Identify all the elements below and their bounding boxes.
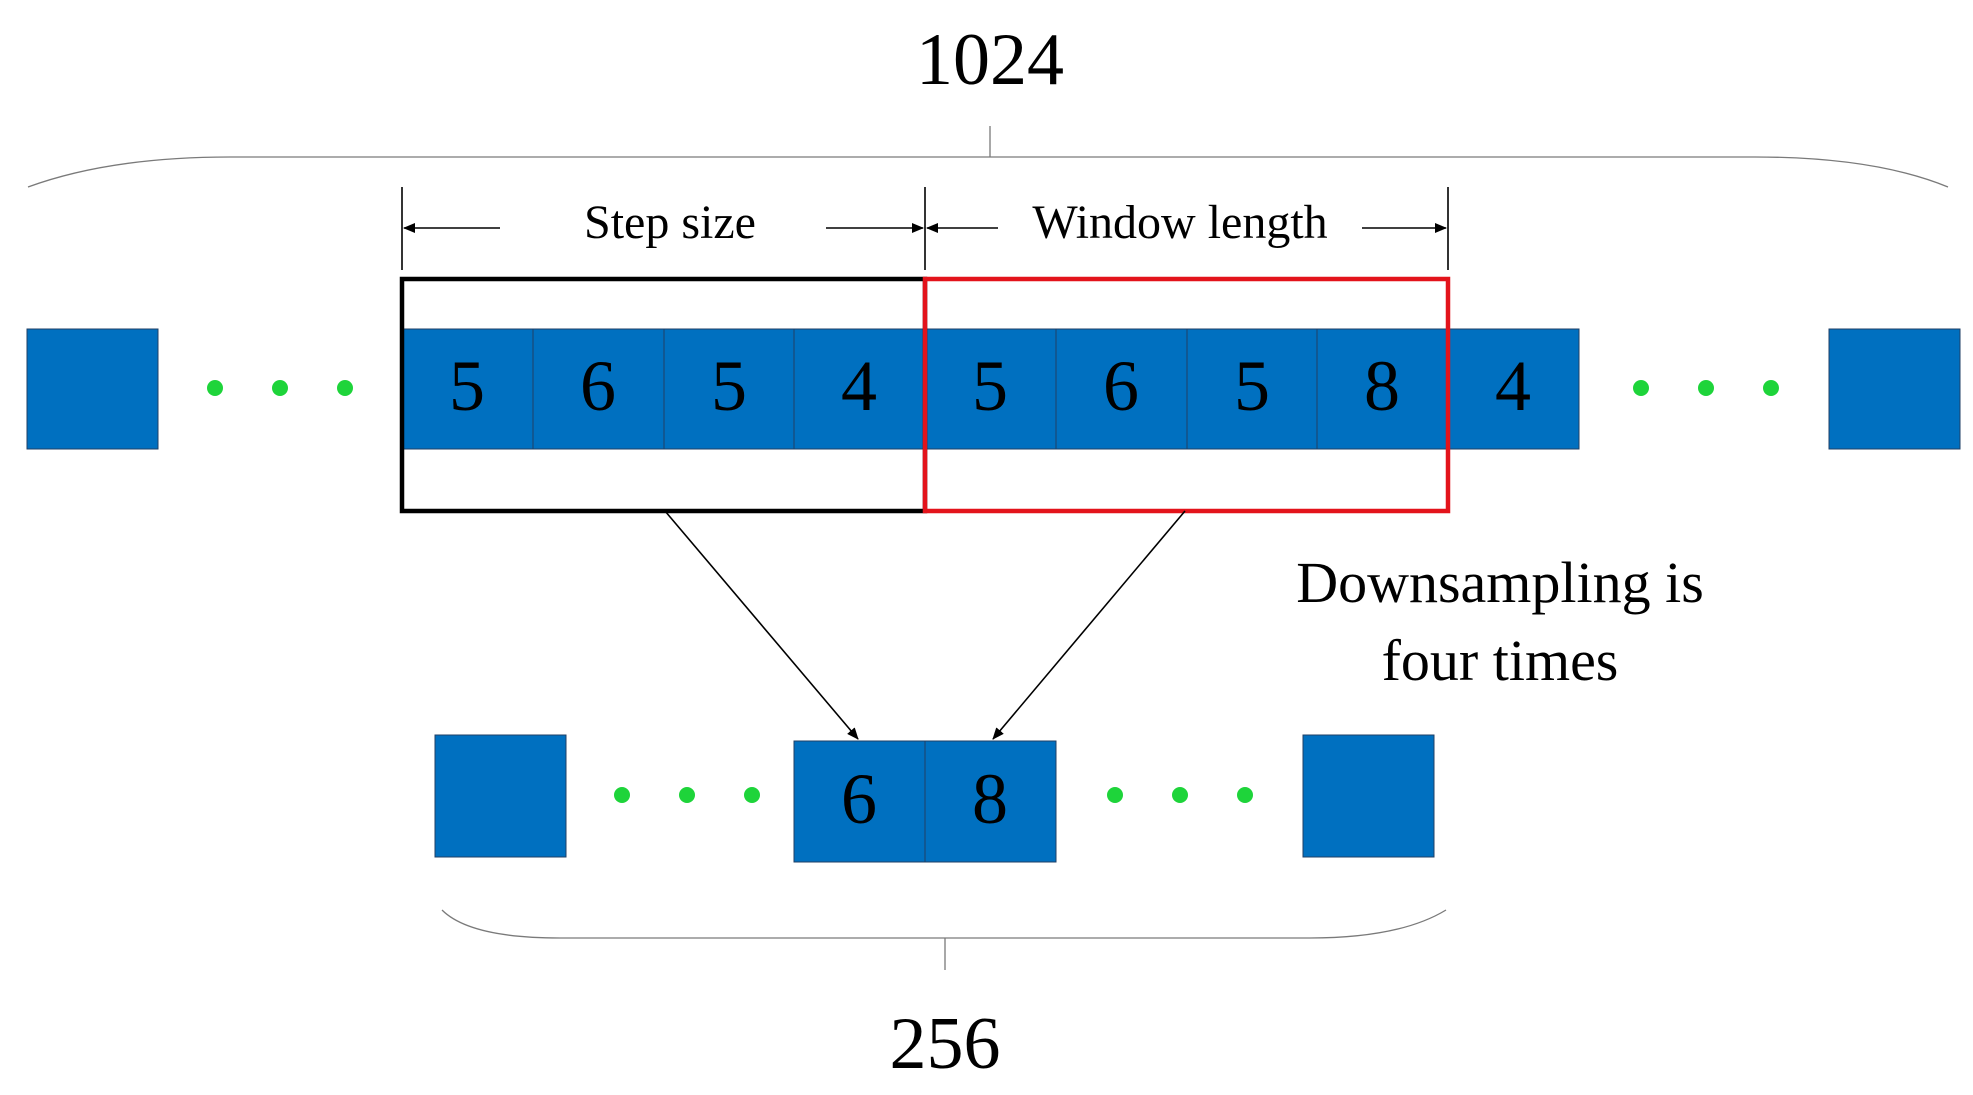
input-dot (1633, 380, 1649, 396)
input-cell-value: 5 (1234, 346, 1270, 426)
window-to-output-arrow (992, 510, 1186, 740)
input-cell (663, 328, 795, 450)
window-length-box (922, 276, 1451, 514)
input-start-block (26, 328, 159, 450)
input-cell (532, 328, 665, 450)
input-cell (1055, 328, 1188, 450)
output-dot (1172, 787, 1188, 803)
output-cell (924, 740, 1057, 863)
input-cell (1186, 328, 1318, 450)
input-cell-value: 4 (841, 346, 877, 426)
output-dot (1107, 787, 1123, 803)
output-start-block (434, 734, 567, 858)
step-size-label: Step size (584, 196, 756, 249)
top-count-label: 1024 (916, 19, 1064, 101)
input-cell-value: 8 (1364, 346, 1400, 426)
input-dot (337, 380, 353, 396)
output-cell-value: 6 (841, 759, 877, 839)
downsampling-note-line2: four times (1382, 628, 1619, 693)
input-end-block (1828, 328, 1961, 450)
input-dot (207, 380, 223, 396)
input-cell-value: 6 (1103, 346, 1139, 426)
output-dot (614, 787, 630, 803)
input-dot (272, 380, 288, 396)
input-sequence: 5 6 5 4 5 6 5 8 4 (401, 328, 1580, 450)
input-cell (1316, 328, 1449, 450)
output-cell (793, 740, 926, 863)
output-cell-value: 8 (972, 759, 1008, 839)
top-brace (27, 156, 1949, 188)
input-cell-value: 6 (580, 346, 616, 426)
step-to-output-arrow (664, 510, 859, 740)
input-cell-value: 5 (711, 346, 747, 426)
input-cell (1447, 328, 1580, 450)
downsampling-note-line1: Downsampling is (1296, 550, 1704, 615)
input-cell-value: 5 (449, 346, 485, 426)
input-dot (1698, 380, 1714, 396)
input-cell-value: 5 (972, 346, 1008, 426)
output-dot (1237, 787, 1253, 803)
bottom-count-label: 256 (890, 1003, 1001, 1085)
input-cell-value: 4 (1495, 346, 1531, 426)
output-dot (679, 787, 695, 803)
window-length-label: Window length (1032, 196, 1327, 249)
output-end-block (1302, 734, 1435, 858)
output-dot (744, 787, 760, 803)
bottom-brace (441, 909, 1447, 939)
input-dot (1763, 380, 1779, 396)
